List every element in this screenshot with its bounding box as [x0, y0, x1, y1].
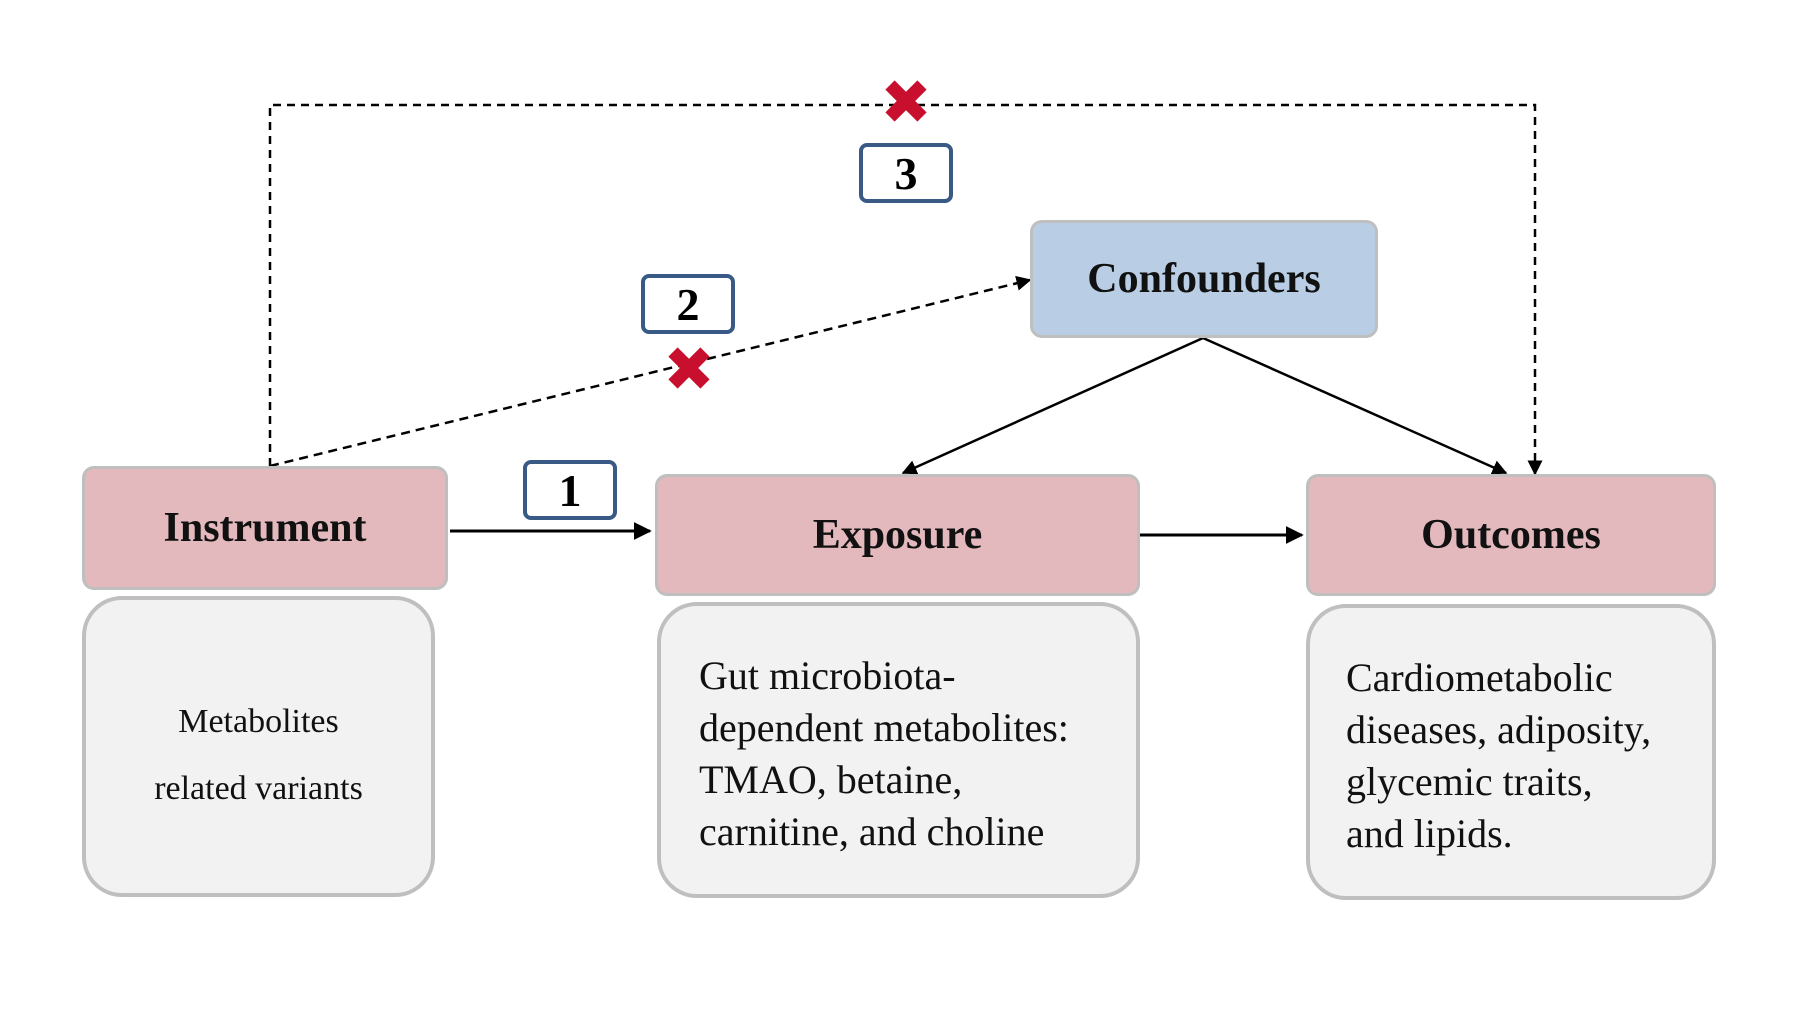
assumption-2-badge: 2: [641, 274, 735, 334]
exposure-node: Exposure: [655, 474, 1140, 596]
exposure-description: Gut microbiota- dependent metabolites: T…: [699, 653, 1069, 854]
instrument-node: Instrument: [82, 466, 448, 590]
outcomes-description: Cardiometabolic diseases, adiposity, gly…: [1346, 655, 1652, 856]
exposure-description-box: Gut microbiota- dependent metabolites: T…: [657, 602, 1140, 898]
outcomes-label: Outcomes: [1421, 512, 1601, 558]
arrow-confounders-to-exposure: [901, 336, 1204, 475]
arrow-confounders-to-outcomes: [1202, 336, 1508, 475]
instrument-label: Instrument: [163, 505, 367, 551]
exposure-label: Exposure: [812, 512, 983, 558]
dashed-arrow-instrument-to-confounders: [269, 275, 1032, 468]
instrument-description-box: Metabolites related variants: [82, 596, 435, 897]
outcomes-description-box: Cardiometabolic diseases, adiposity, gly…: [1306, 604, 1716, 900]
confounders-node: Confounders: [1030, 220, 1378, 338]
violation-x-icon-path-3: [885, 80, 927, 122]
confounders-label: Confounders: [1087, 256, 1321, 302]
outcomes-node: Outcomes: [1306, 474, 1716, 596]
assumption-1-badge: 1: [523, 460, 617, 520]
assumption-3-badge: 3: [859, 143, 953, 203]
instrument-description-line-2: related variants: [154, 770, 363, 807]
dashed-arrow-instrument-to-outcomes: [268, 103, 1543, 476]
instrument-description-line-1: Metabolites: [178, 703, 339, 740]
violation-x-icon-path-2: [668, 347, 710, 389]
